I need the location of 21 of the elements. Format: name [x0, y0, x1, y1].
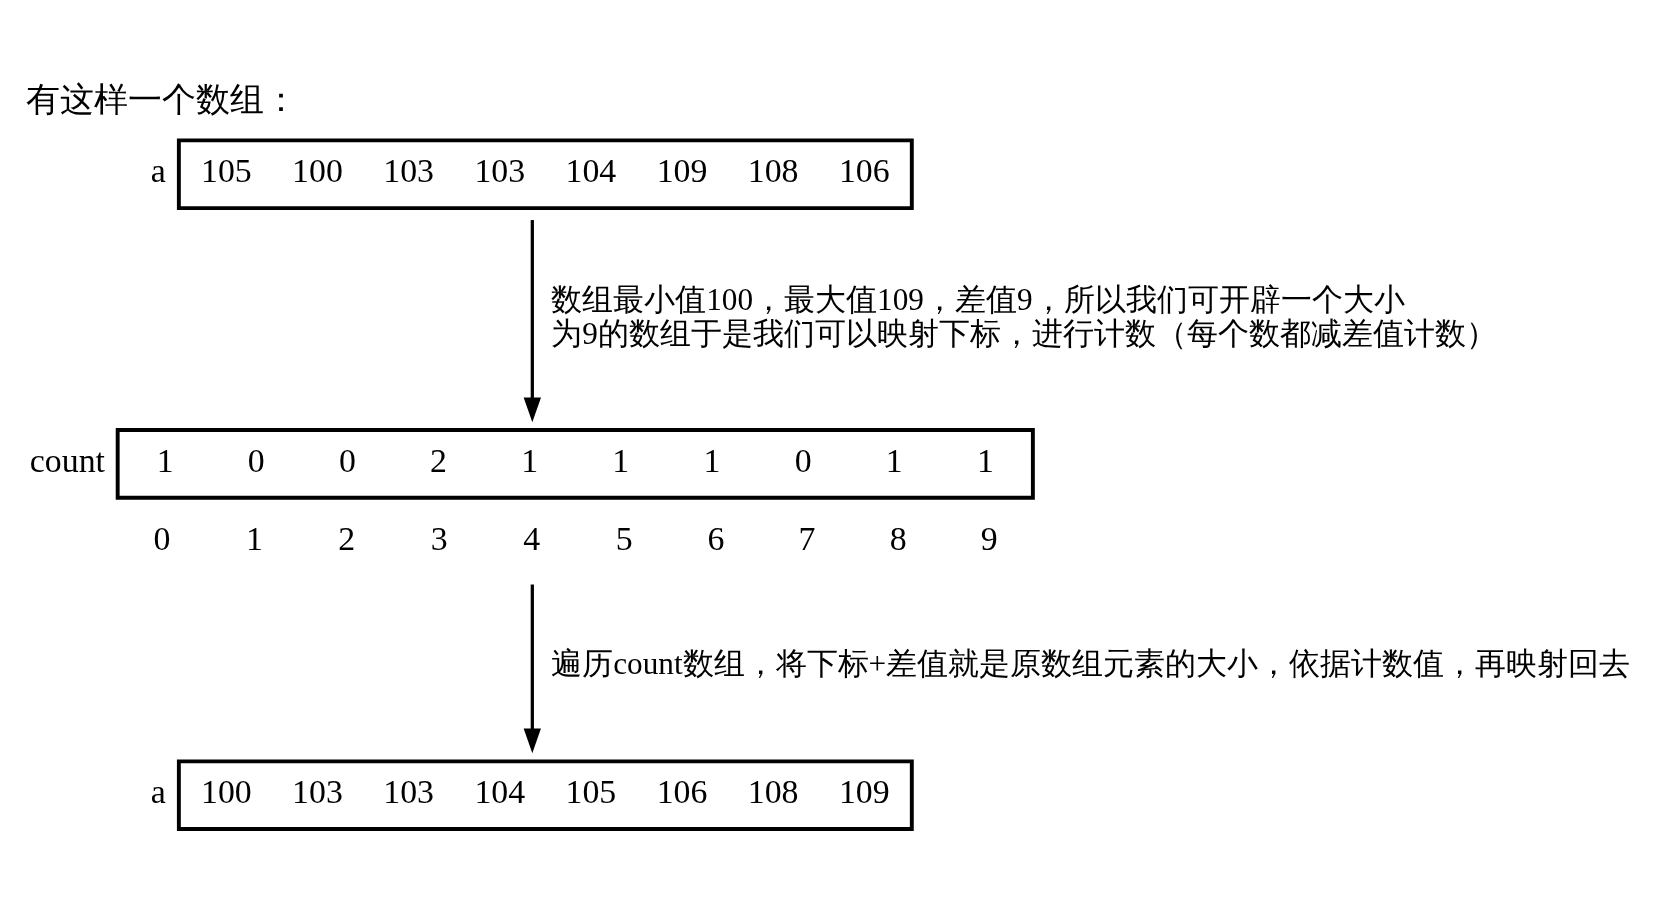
node-label: 1 [245, 519, 263, 557]
node-box: 1 0 0 2 1 1 1 0 1 1 [115, 427, 1035, 500]
node-label: 4 [523, 519, 541, 557]
node-label: 5 [615, 519, 633, 557]
arrow [523, 584, 541, 753]
node-label: count [29, 441, 105, 479]
node-label: a [150, 151, 166, 189]
edge-label: 遍历count数组，将下标+差值就是原数组元素的大小，依据计数值，再映射回去 [551, 645, 1631, 681]
node-box: 100 103 103 104 105 106 108 109 [176, 758, 914, 831]
edge-label: 数组最小值100，最大值109，差值9，所以我们可开辟一个大小为9的数组于是我们可以映射下标，进行计数（每个数都减差值计数） [551, 281, 1497, 351]
node-label: a [150, 772, 166, 810]
node-label: 2 [338, 519, 356, 557]
node-label: 7 [798, 519, 816, 557]
arrow [523, 219, 541, 422]
node-label: 6 [707, 519, 725, 557]
node-label: 3 [430, 519, 448, 557]
node-label: 0 [153, 519, 171, 557]
node-label: 9 [980, 519, 998, 557]
node-box: 105 100 103 103 104 109 108 106 [176, 137, 914, 210]
node-label: 8 [889, 519, 907, 557]
diagram-title: 有这样一个数组： [25, 80, 298, 118]
